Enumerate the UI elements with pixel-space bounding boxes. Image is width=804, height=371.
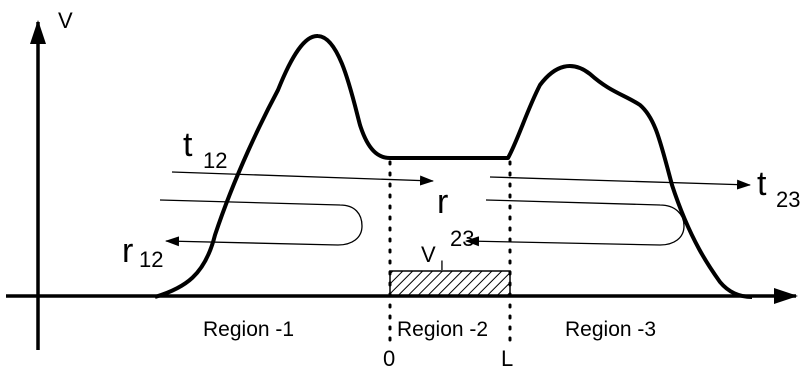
region-1-label: Region -1 — [203, 318, 294, 341]
well-block — [389, 270, 511, 297]
r12-label-sub: 12 — [139, 247, 163, 272]
position-start-label: 0 — [383, 346, 395, 371]
r23-label: r — [437, 183, 448, 221]
t12-arrow — [171, 171, 434, 186]
t12-label-sub: 12 — [203, 148, 227, 173]
position-end-label: L — [501, 346, 513, 371]
t23-label: t — [757, 165, 767, 203]
r12-label: r — [122, 232, 133, 270]
r12-loop — [159, 199, 363, 247]
region-2-label: Region -2 — [397, 318, 488, 341]
t23-label-sub: 23 — [776, 187, 800, 212]
y-axis-label: V — [58, 8, 73, 33]
t23-arrow — [489, 176, 751, 190]
r23-loop — [465, 199, 685, 247]
t12-label: t — [183, 126, 193, 164]
well-label: V — [421, 242, 436, 267]
region-3-label: Region -3 — [565, 318, 656, 341]
r23-label-sub: 23 — [450, 226, 474, 251]
potential-curve — [154, 34, 753, 299]
well-label-sub: I — [440, 257, 444, 273]
